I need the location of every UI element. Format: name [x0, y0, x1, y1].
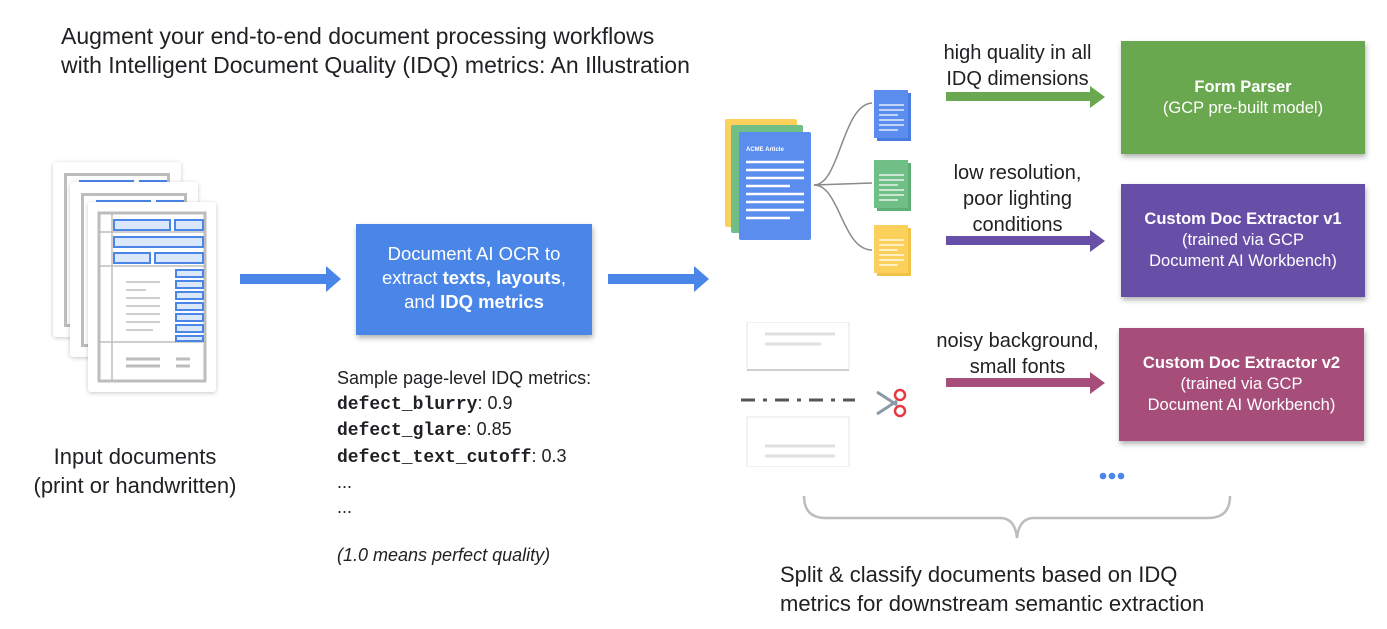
metric-item: defect_glare: 0.85	[337, 417, 591, 444]
route-label-line: IDQ dimensions	[946, 68, 1089, 90]
metrics-note: (1.0 means perfect quality)	[337, 545, 551, 565]
ocr-step-box: Document AI OCR to extract texts, layout…	[356, 224, 592, 335]
metric-value: : 0.85	[466, 419, 512, 439]
split-illustration	[735, 321, 915, 468]
route-label-high-quality: high quality in all IDQ dimensions	[930, 40, 1105, 92]
title-line-1: Augment your end-to-end document process…	[61, 23, 655, 49]
sample-metrics: Sample page-level IDQ metrics: defect_bl…	[337, 366, 591, 568]
ocr-line-2: extract texts, layouts,	[356, 266, 592, 290]
ocr-line-2-prefix: extract	[381, 267, 443, 288]
route-label-line: poor lighting	[963, 188, 1072, 210]
route-label-line: high quality in all	[943, 42, 1092, 64]
metrics-heading: Sample page-level IDQ metrics:	[337, 368, 592, 388]
route-arrow-form-parser	[946, 86, 1105, 108]
curly-brace	[802, 495, 1232, 539]
route-label-line: small fonts	[969, 356, 1066, 378]
route-label-line: low resolution,	[953, 162, 1082, 184]
model-box-extractor-v1: Custom Doc Extractor v1 (trained via GCP…	[1121, 184, 1365, 297]
input-label-line-1: Input documents	[53, 444, 217, 469]
ocr-line-3: and IDQ metrics	[356, 290, 592, 314]
metrics-ellipsis-1: ...	[337, 472, 353, 492]
scissors-icon	[876, 388, 907, 418]
document-sheet-front	[88, 202, 216, 392]
model-desc-line: (GCP pre-built model)	[1162, 98, 1324, 117]
acme-article-title: ACME Article	[746, 147, 784, 153]
ocr-line-2-bold: texts, layouts	[442, 267, 561, 288]
input-documents-label: Input documents (print or handwritten)	[0, 442, 270, 500]
route-label-line: conditions	[972, 214, 1063, 236]
bottom-label-line-2: metrics for downstream semantic extracti…	[780, 591, 1205, 616]
classify-illustration: ACME Article	[722, 85, 922, 285]
more-dots-icon	[1099, 472, 1125, 480]
model-desc-line: (trained via GCP	[1180, 375, 1303, 393]
model-box-extractor-v2: Custom Doc Extractor v2 (trained via GCP…	[1119, 328, 1364, 441]
model-desc-line: Document AI Workbench)	[1147, 396, 1336, 414]
ocr-line-1: Document AI OCR to	[387, 243, 561, 264]
metric-name: defect_blurry	[337, 394, 478, 415]
split-classify-label: Split & classify documents based on IDQ …	[780, 560, 1204, 618]
model-name: Custom Doc Extractor v2	[1142, 354, 1341, 372]
metric-value: : 0.9	[477, 392, 513, 413]
metric-item: defect_text_cutoff: 0.3	[337, 444, 591, 471]
metric-name: defect_text_cutoff	[337, 447, 532, 468]
model-desc-line: (trained via GCP	[1182, 231, 1304, 249]
model-name: Form Parser	[1194, 77, 1292, 96]
model-desc-line: Document AI Workbench)	[1149, 252, 1337, 270]
metric-name: defect_glare	[337, 421, 467, 441]
input-documents-icon	[50, 160, 220, 395]
metrics-ellipsis-2: ...	[337, 496, 353, 517]
form-layout-icon	[97, 211, 207, 383]
ocr-line-3-bold: IDQ metrics	[440, 291, 544, 312]
title-line-2: with Intelligent Document Quality (IDQ) …	[61, 52, 690, 78]
route-label-noisy-background: noisy background, small fonts	[920, 328, 1115, 380]
model-box-form-parser: Form Parser (GCP pre-built model)	[1121, 41, 1365, 154]
diagram-title: Augment your end-to-end document process…	[61, 22, 690, 80]
page-split-icon	[741, 321, 855, 468]
metric-value: : 0.3	[531, 445, 567, 466]
route-arrow-extractor-v2	[946, 372, 1105, 394]
document-classification-icon: ACME Article	[725, 90, 911, 276]
ocr-line-3-prefix: and	[404, 291, 441, 312]
metric-item: defect_blurry: 0.9	[337, 391, 591, 418]
flow-arrow-from-ocr	[608, 266, 709, 292]
bottom-label-line-1: Split & classify documents based on IDQ	[780, 562, 1178, 587]
input-label-line-2: (print or handwritten)	[33, 473, 237, 498]
route-label-low-resolution: low resolution, poor lighting conditions	[930, 160, 1105, 238]
model-name: Custom Doc Extractor v1	[1144, 210, 1342, 228]
route-label-line: noisy background,	[936, 330, 1099, 352]
route-arrow-extractor-v1	[946, 230, 1105, 252]
flow-arrow-to-ocr	[240, 266, 341, 292]
ocr-line-2-suffix: ,	[560, 267, 567, 288]
